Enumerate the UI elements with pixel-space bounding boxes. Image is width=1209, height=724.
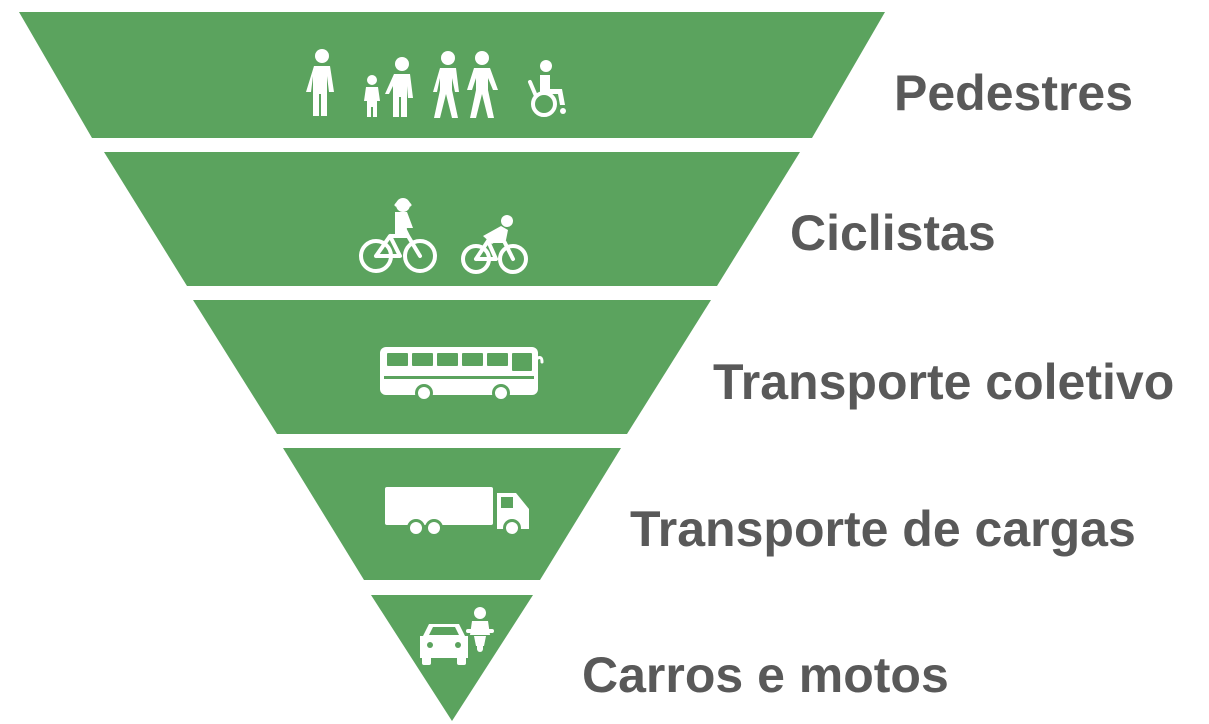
car-icon <box>420 624 468 665</box>
tier-pedestres <box>19 12 885 138</box>
motorcycle-icon <box>466 607 494 652</box>
tier-label-carros-e-motos: Carros e motos <box>582 647 949 703</box>
tier-transporte-de-cargas <box>283 448 621 580</box>
cyclist-icon <box>359 198 437 273</box>
bus-icon <box>380 347 544 402</box>
tier-label-ciclistas: Ciclistas <box>790 205 996 261</box>
wheelchair-icon <box>528 60 566 117</box>
tier-label-transporte-de-cargas: Transporte de cargas <box>630 501 1136 557</box>
pedestrian-icon <box>306 49 334 116</box>
tier-band-ciclistas <box>104 152 800 286</box>
cyclist-icon <box>461 215 528 274</box>
tier-ciclistas <box>104 152 800 286</box>
couple-walking-icon <box>433 51 498 118</box>
truck-icon <box>385 487 529 537</box>
tier-label-transporte-coletivo: Transporte coletivo <box>713 354 1174 410</box>
parent-child-icon <box>364 57 413 117</box>
tier-label-pedestres: Pedestres <box>894 65 1133 121</box>
tier-carros-e-motos <box>371 595 533 721</box>
tier-transporte-coletivo <box>193 300 711 434</box>
